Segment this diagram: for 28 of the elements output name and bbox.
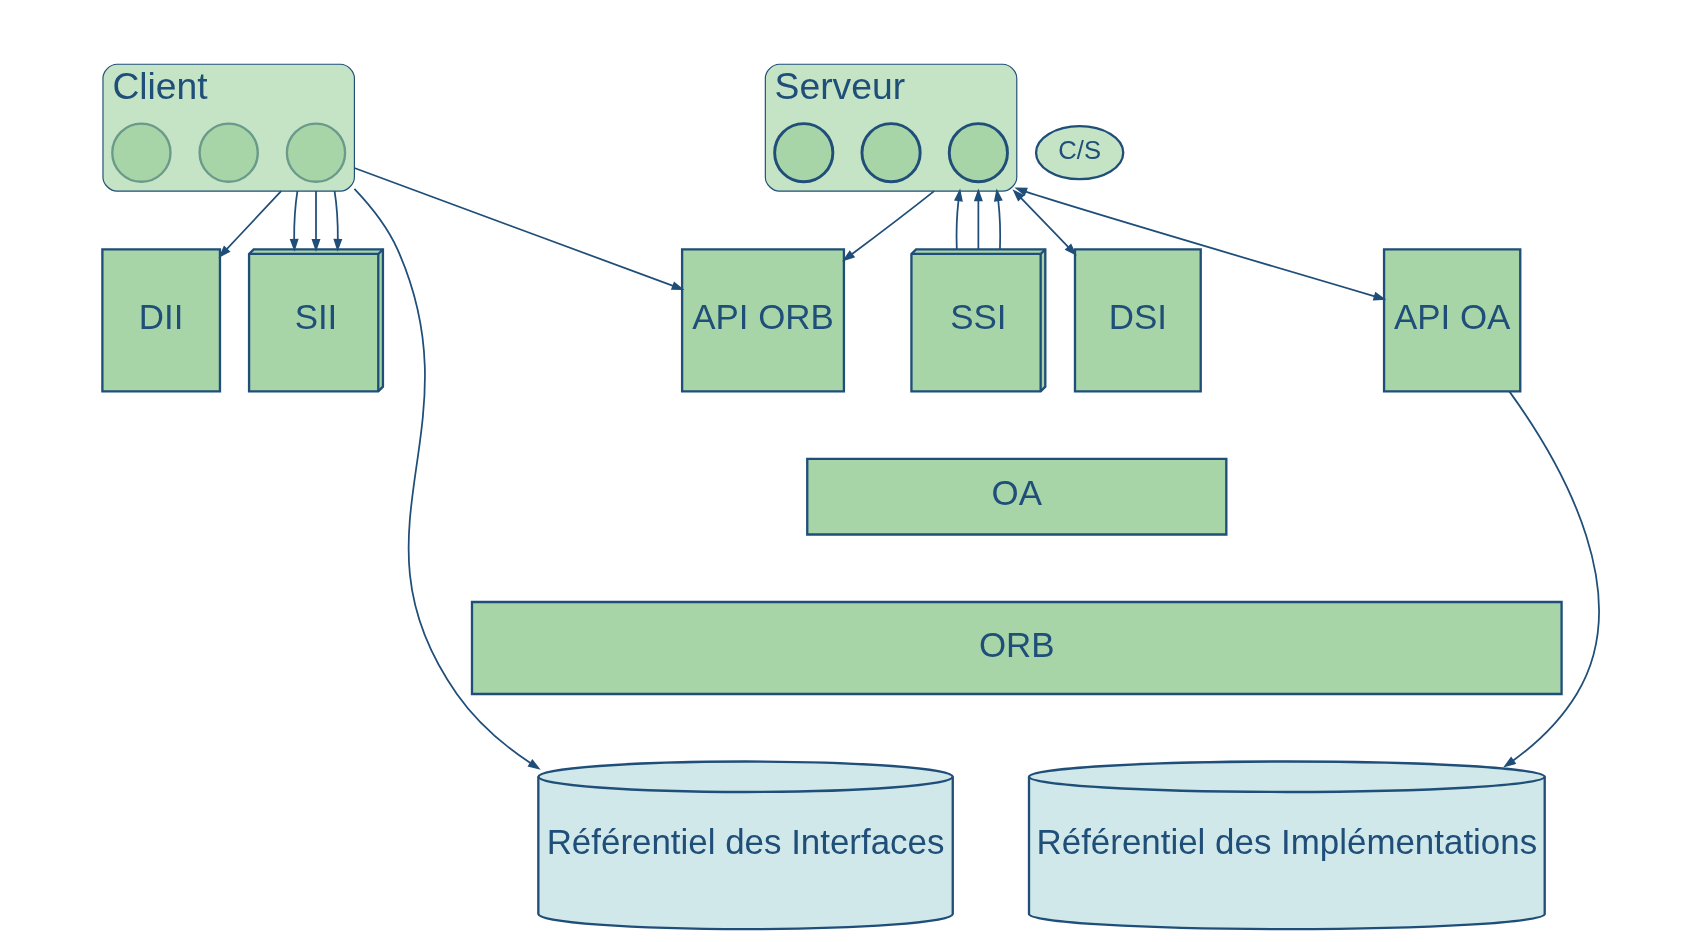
arrow xyxy=(289,190,299,252)
arrow xyxy=(953,188,963,250)
node-circle xyxy=(860,122,922,184)
arrow xyxy=(993,188,1003,250)
node-box: ORB xyxy=(470,600,1563,696)
node-circle xyxy=(111,122,172,183)
node-circle xyxy=(285,122,347,183)
node-box: DSI xyxy=(1073,248,1202,393)
node-ellipse: C/S xyxy=(1034,125,1125,181)
arrow xyxy=(1012,189,1077,256)
node-box: DII xyxy=(101,248,222,393)
arrow xyxy=(973,188,983,251)
cluster: Serveur xyxy=(764,63,1018,192)
arrow xyxy=(333,190,343,252)
arrow xyxy=(1014,187,1387,301)
node-circle xyxy=(947,122,1009,184)
arrow xyxy=(353,167,685,291)
node-box: API OA xyxy=(1382,248,1522,393)
node-circle xyxy=(773,122,835,184)
node-circle xyxy=(198,122,259,183)
arrow xyxy=(842,190,935,262)
node-box: API ORB xyxy=(680,248,846,393)
node-box: OA xyxy=(806,457,1228,536)
arrow xyxy=(218,190,282,258)
arrow xyxy=(1503,390,1600,768)
arrow xyxy=(311,190,321,252)
cluster: Client xyxy=(102,63,355,192)
arrow xyxy=(353,187,541,770)
